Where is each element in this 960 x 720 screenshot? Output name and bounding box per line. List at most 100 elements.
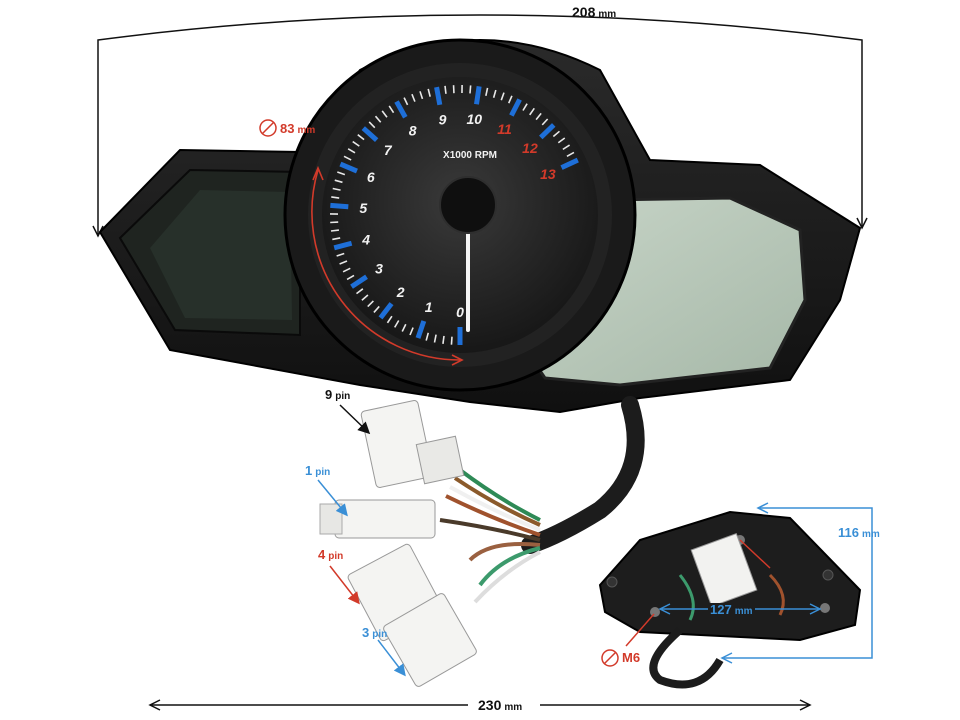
minor-tick bbox=[401, 323, 407, 332]
minor-tick bbox=[427, 88, 431, 97]
needle-hub bbox=[439, 176, 497, 234]
minor-tick bbox=[507, 95, 513, 104]
minor-tick bbox=[332, 237, 341, 241]
minor-tick bbox=[343, 155, 352, 161]
major-tick bbox=[350, 274, 368, 289]
mount-height-dimension bbox=[720, 502, 873, 664]
minor-tick bbox=[469, 85, 472, 94]
minor-tick bbox=[347, 148, 356, 154]
minor-tick bbox=[485, 87, 489, 96]
tach-number: 11 bbox=[497, 121, 512, 137]
minor-tick bbox=[403, 97, 409, 106]
minor-tick bbox=[330, 229, 340, 232]
minor-tick bbox=[339, 260, 348, 265]
major-tick bbox=[509, 98, 522, 117]
minor-tick bbox=[346, 274, 355, 281]
minor-tick bbox=[373, 305, 380, 313]
minor-tick bbox=[433, 334, 437, 343]
minor-tick bbox=[492, 89, 497, 98]
minor-tick bbox=[557, 137, 566, 144]
minor-tick bbox=[381, 110, 388, 118]
minor-tick bbox=[342, 267, 351, 273]
minor-tick bbox=[332, 187, 341, 191]
connector-3pin bbox=[383, 593, 477, 687]
arrow-3pin bbox=[377, 639, 406, 677]
minor-tick bbox=[336, 252, 345, 257]
gauge-diameter-arc bbox=[311, 169, 461, 361]
major-tick bbox=[394, 100, 408, 119]
minor-tick bbox=[442, 335, 445, 344]
bolt-arrow-m6 bbox=[625, 613, 655, 647]
minor-tick bbox=[368, 121, 376, 129]
tach-number: 5 bbox=[359, 200, 367, 216]
minor-tick bbox=[541, 118, 549, 126]
major-tick bbox=[474, 86, 482, 105]
minor-tick bbox=[500, 92, 505, 101]
tach-number: 3 bbox=[375, 260, 383, 276]
tach-number: 8 bbox=[409, 122, 417, 138]
minor-tick bbox=[337, 171, 346, 176]
tach-number: 0 bbox=[456, 304, 464, 320]
minor-tick bbox=[529, 107, 535, 116]
wiring-harness bbox=[439, 396, 645, 604]
tach-ticks bbox=[329, 85, 579, 345]
minor-tick bbox=[562, 144, 571, 151]
arrow-4pin bbox=[329, 565, 360, 605]
tach-number: 6 bbox=[367, 169, 375, 185]
tach-number: 1 bbox=[425, 299, 433, 315]
tach-number: 2 bbox=[396, 284, 405, 300]
connector-9pin bbox=[360, 400, 465, 488]
minor-tick bbox=[535, 112, 542, 121]
tach-number: 4 bbox=[361, 231, 370, 247]
minor-tick bbox=[409, 327, 414, 336]
tach-number: 9 bbox=[439, 112, 447, 128]
minor-tick bbox=[552, 130, 560, 138]
major-tick bbox=[560, 157, 579, 170]
major-tick bbox=[330, 202, 349, 210]
connector-1pin bbox=[319, 499, 436, 539]
minor-tick bbox=[450, 336, 453, 345]
bolt-symbol-m6-icon bbox=[601, 649, 619, 667]
minor-tick bbox=[388, 105, 395, 114]
minor-tick bbox=[331, 196, 340, 199]
arrow-9pin bbox=[339, 404, 371, 435]
minor-tick bbox=[356, 288, 364, 295]
minor-tick bbox=[425, 332, 430, 341]
minor-tick bbox=[357, 134, 365, 141]
major-tick bbox=[333, 240, 353, 251]
major-tick bbox=[434, 86, 443, 106]
minor-tick bbox=[411, 93, 416, 102]
minor-tick bbox=[386, 315, 393, 324]
bottom-width-dimension bbox=[148, 699, 812, 711]
bolt-symbol-icon bbox=[259, 119, 277, 137]
minor-tick bbox=[334, 179, 343, 184]
bolt-arrow bbox=[739, 539, 771, 569]
minor-tick bbox=[522, 103, 528, 111]
major-tick bbox=[539, 123, 556, 140]
major-tick bbox=[415, 320, 427, 339]
minor-tick bbox=[444, 85, 447, 94]
minor-tick bbox=[566, 151, 575, 157]
bolt-size-label: M6 bbox=[622, 650, 641, 665]
major-tick bbox=[339, 161, 358, 174]
minor-tick bbox=[394, 320, 400, 328]
rear-view-inset bbox=[598, 510, 862, 689]
tach-number: 13 bbox=[540, 166, 556, 182]
tach-unit-label: X1000 RPM bbox=[443, 150, 497, 161]
minor-tick bbox=[352, 140, 360, 147]
major-tick bbox=[378, 302, 394, 320]
tach-number: 7 bbox=[384, 142, 393, 158]
minor-tick bbox=[361, 294, 369, 301]
arrow-1pin bbox=[317, 479, 348, 517]
tach-number: 12 bbox=[522, 140, 538, 156]
